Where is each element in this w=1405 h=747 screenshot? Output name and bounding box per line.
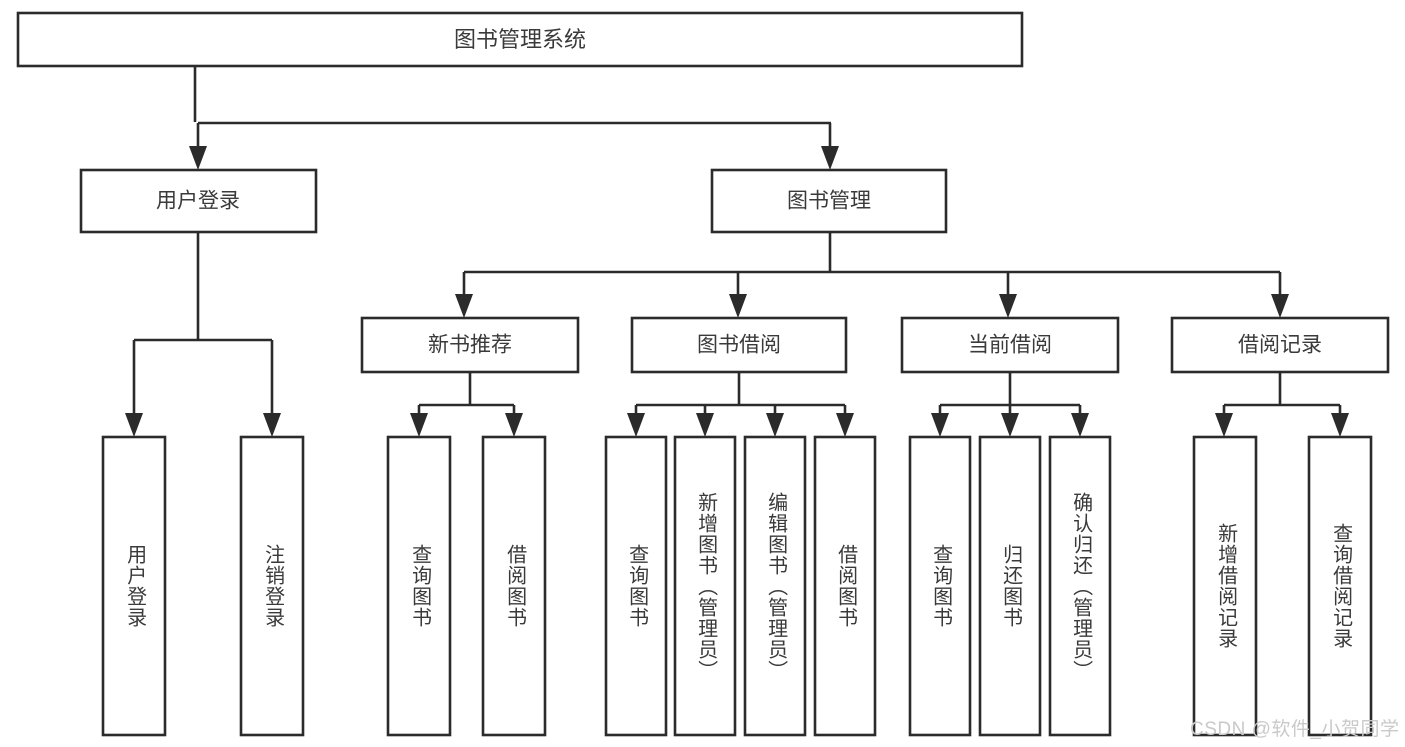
leaf-box-user-login[interactable]	[101, 435, 167, 737]
node-new-book-label: 新书推荐	[428, 334, 512, 357]
leaf-box-query-record[interactable]	[1307, 435, 1373, 737]
arrow-to-confirm-return	[1071, 413, 1089, 437]
arrow-to-leaf-user-login	[125, 413, 143, 437]
node-current-borrow-box[interactable]	[900, 316, 1120, 374]
arrow-to-borrow-records	[1271, 294, 1289, 318]
leaf-box-query-book-1[interactable]	[386, 435, 452, 737]
edge-group-book-borrow	[634, 372, 847, 418]
edge-group-book-manage	[462, 232, 1282, 298]
leaf-box-edit-book[interactable]	[743, 435, 807, 737]
arrow-to-query-book-2	[627, 413, 645, 437]
edge-group-user-login	[132, 232, 274, 418]
node-current-borrow-label: 当前借阅	[968, 334, 1052, 357]
node-borrow-records-box[interactable]	[1170, 316, 1390, 374]
leaf-box-borrow-book-2[interactable]	[813, 435, 877, 737]
arrow-to-new-book	[455, 294, 473, 318]
arrow-to-borrow-book-2	[836, 413, 854, 437]
arrow-to-book-borrow	[729, 294, 747, 318]
edge-group-new-book	[417, 372, 516, 418]
node-root-label: 图书管理系统	[454, 27, 586, 52]
arrow-to-return-book	[1001, 413, 1019, 437]
node-borrow-records-label: 借阅记录	[1238, 334, 1322, 357]
edge-group-root	[193, 66, 832, 150]
leaf-box-confirm-return[interactable]	[1048, 435, 1112, 737]
arrow-to-leaf-logout	[263, 413, 281, 437]
arrow-to-edit-book	[766, 413, 784, 437]
arrow-to-current-borrow	[999, 294, 1017, 318]
leaf-box-add-book[interactable]	[673, 435, 737, 737]
leaf-box-logout[interactable]	[239, 435, 305, 737]
node-book-borrow-label: 图书借阅	[697, 334, 781, 357]
arrow-to-borrow-book-1	[505, 413, 523, 437]
arrow-to-add-record	[1215, 413, 1233, 437]
arrow-to-add-book	[696, 413, 714, 437]
edge-group-borrow-records	[1222, 372, 1342, 418]
node-book-manage-label: 图书管理	[787, 190, 871, 213]
edge-group-current-borrow	[938, 372, 1082, 418]
arrow-to-book-manage	[821, 146, 839, 170]
arrow-to-query-book-3	[931, 413, 949, 437]
leaf-box-return-book[interactable]	[978, 435, 1042, 737]
node-root-box[interactable]	[16, 11, 1024, 68]
node-user-login-label: 用户登录	[156, 190, 240, 213]
arrow-to-user-login	[189, 146, 207, 170]
leaf-box-borrow-book-1[interactable]	[481, 435, 547, 737]
leaf-box-add-record[interactable]	[1192, 435, 1258, 737]
node-new-book-box[interactable]	[360, 316, 580, 374]
leaf-box-query-book-3[interactable]	[908, 435, 972, 737]
leaf-box-query-book-2[interactable]	[604, 435, 668, 737]
node-user-login-box[interactable]	[79, 168, 318, 234]
arrow-to-query-book-1	[410, 413, 428, 437]
node-book-manage-box[interactable]	[710, 168, 948, 234]
arrow-to-query-record	[1331, 413, 1349, 437]
node-book-borrow-box[interactable]	[630, 316, 848, 374]
